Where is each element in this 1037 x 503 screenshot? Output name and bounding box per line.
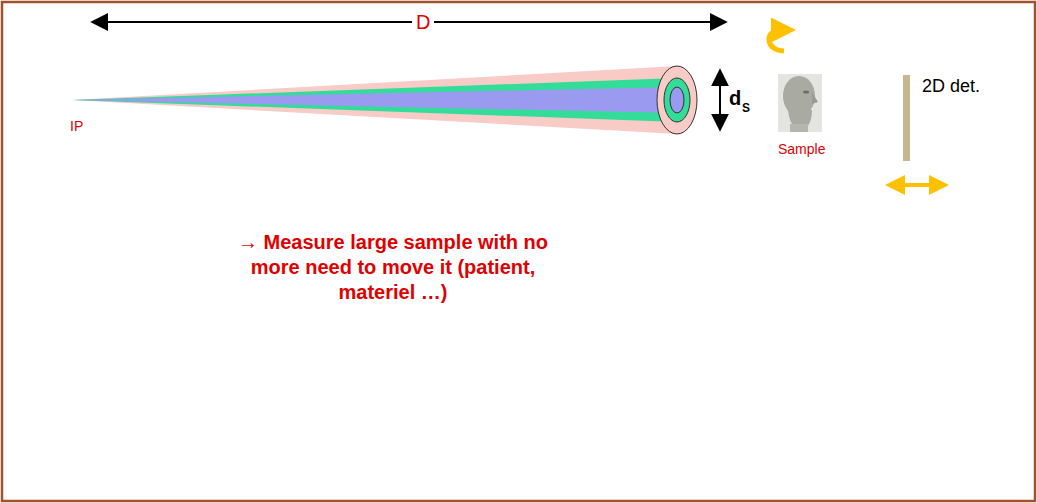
detector-bar: [903, 75, 910, 161]
middle-ring: [664, 78, 690, 122]
inner-cone: [72, 87, 677, 113]
size-arrow: [719, 70, 721, 130]
middle-cone: [72, 78, 677, 122]
size-label: d: [729, 86, 741, 110]
inner-ring: [670, 87, 684, 113]
rotation-arrow: [769, 30, 786, 51]
source-label: IP: [70, 118, 83, 135]
distance-arrow: [92, 21, 726, 23]
sample-label: Sample: [778, 141, 825, 158]
detector-label: 2D det.: [922, 74, 992, 98]
outer-cone: [72, 66, 677, 134]
note-text: → Measure large sample with no more need…: [228, 230, 558, 305]
outer-ring: [657, 66, 697, 134]
detector-move-arrow: [893, 183, 941, 187]
distance-label: D: [412, 10, 434, 34]
size-subscript: S: [742, 101, 750, 115]
sample-picture: [778, 74, 822, 132]
